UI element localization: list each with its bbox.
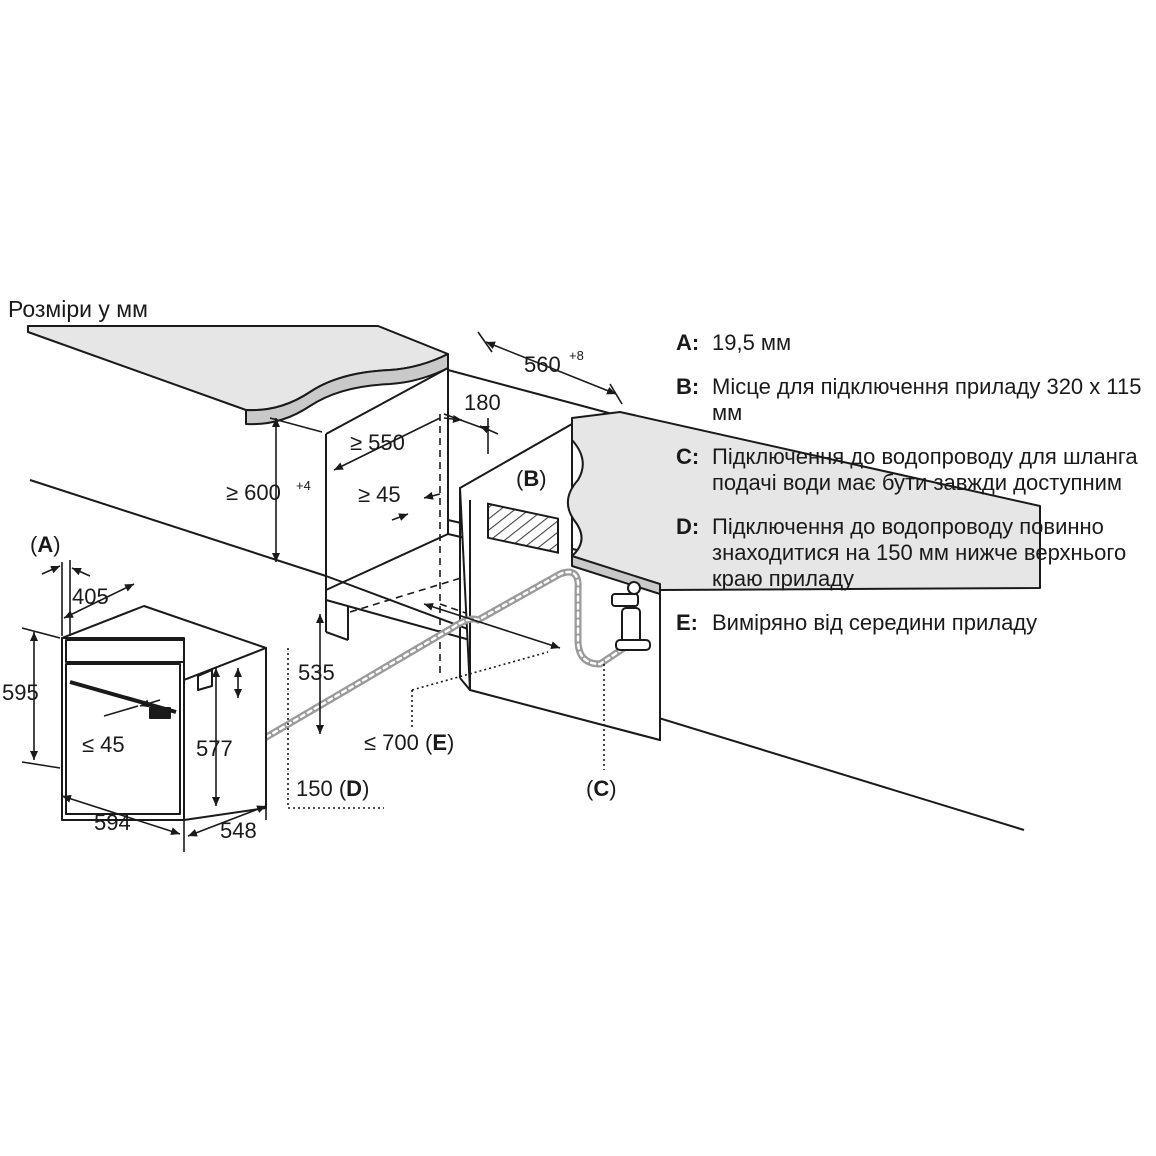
legend-key: D: <box>676 514 700 539</box>
dim-595: 595 <box>2 680 39 705</box>
label-b: (B) <box>516 466 547 491</box>
dim-577: 577 <box>196 736 233 761</box>
connection-area-b <box>487 502 559 554</box>
legend-item-b: B: Місце для підключення приладу 320 x 1… <box>676 374 1146 426</box>
dim-min600: ≥ 600 <box>226 480 281 505</box>
legend: A: 19,5 мм B: Місце для підключення прил… <box>676 330 1146 654</box>
legend-item-d: D: Підключення до водопроводу повинно зн… <box>676 514 1146 592</box>
legend-text: Підключення до водопроводу для шланга по… <box>712 444 1138 495</box>
dim-min550: ≥ 550 <box>350 430 405 455</box>
legend-text: Підключення до водопроводу повинно знахо… <box>712 514 1127 591</box>
legend-key: B: <box>676 374 700 399</box>
dim-min600-tol: +4 <box>296 478 311 493</box>
legend-text: Місце для підключення приладу 320 x 115 … <box>712 374 1142 425</box>
dim-min45-top: ≥ 45 <box>358 482 401 507</box>
legend-text: 19,5 мм <box>712 330 792 355</box>
legend-item-c: C: Підключення до водопроводу для шланга… <box>676 444 1146 496</box>
water-tap-icon <box>611 581 651 651</box>
legend-item-a: A: 19,5 мм <box>676 330 1146 356</box>
dim-150-d: 150 (D) <box>296 776 369 801</box>
legend-key: A: <box>676 330 700 355</box>
legend-key: C: <box>676 444 700 469</box>
legend-key: E: <box>676 610 698 635</box>
oven <box>61 605 267 821</box>
label-a: (A) <box>30 532 61 557</box>
dim-560: 560 <box>524 352 561 377</box>
dim-max45: ≤ 45 <box>82 732 125 757</box>
dim-560-tol: +8 <box>569 348 584 363</box>
dim-max700-e: ≤ 700 (E) <box>364 730 454 755</box>
dim-535: 535 <box>298 660 335 685</box>
dim-594: 594 <box>94 810 131 835</box>
dimension-lines <box>21 331 623 852</box>
label-c: (C) <box>586 776 617 801</box>
dim-405: 405 <box>72 584 109 609</box>
diagram-title: Розміри у мм <box>8 296 148 322</box>
legend-item-e: E: Виміряно від середини приладу <box>676 610 1146 636</box>
countertop-left <box>27 325 449 426</box>
legend-text: Виміряно від середини приладу <box>712 610 1038 635</box>
dim-548: 548 <box>220 818 257 843</box>
dim-180: 180 <box>464 390 501 415</box>
